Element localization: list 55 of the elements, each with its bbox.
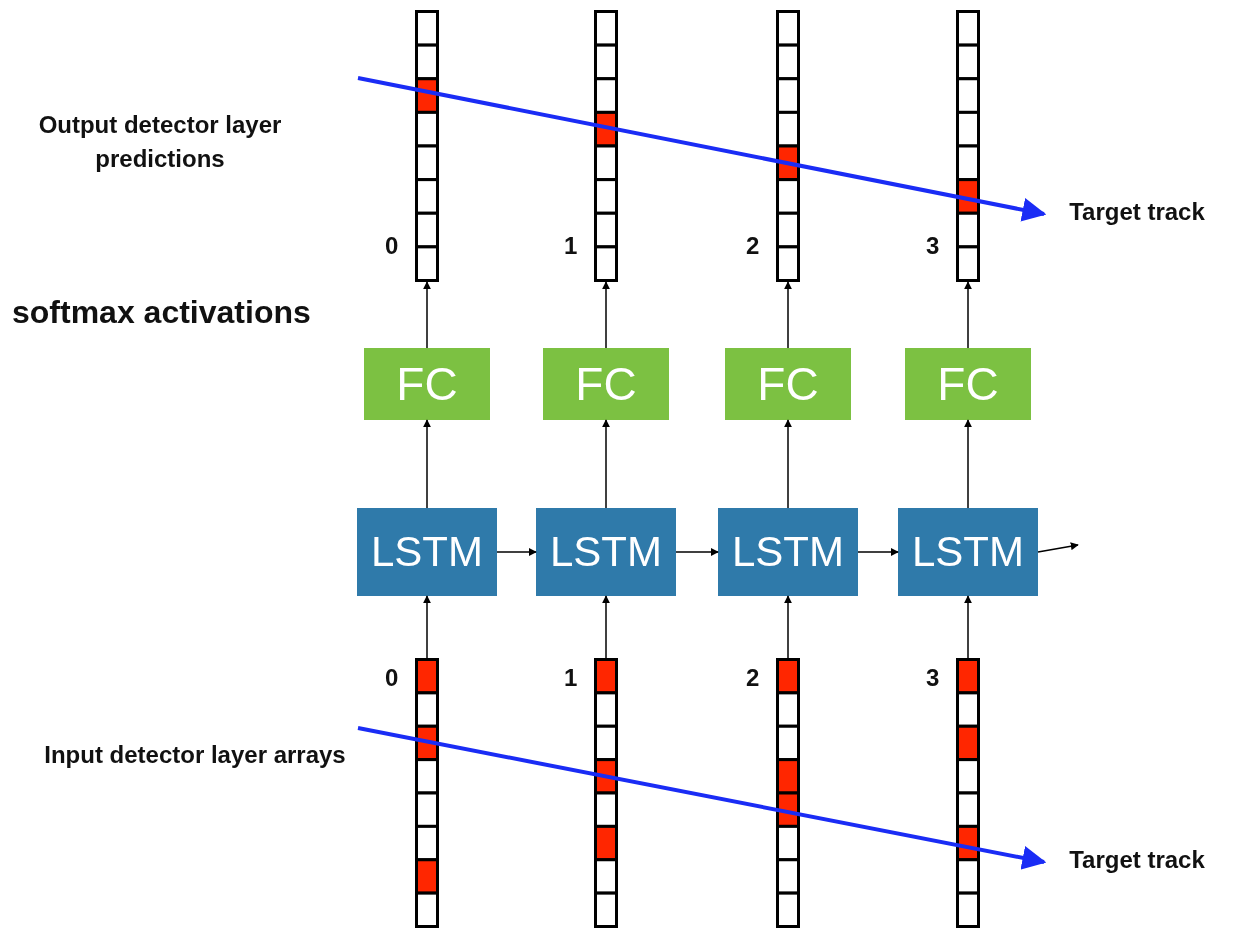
- layer-label: LSTM: [371, 528, 483, 576]
- time-step-number: 0: [385, 232, 399, 260]
- arrow: [964, 595, 972, 659]
- arrow: [784, 281, 792, 349]
- lstm-cell-box: [357, 508, 497, 596]
- time-step-number: 2: [746, 664, 760, 692]
- arrow: [784, 595, 792, 659]
- lstm-cell-box: [536, 508, 676, 596]
- arrow: [496, 548, 537, 556]
- track-label: Target track: [1069, 198, 1205, 226]
- layer-label: LSTM: [550, 528, 662, 576]
- track-arrow: [357, 76, 1047, 222]
- row-label: Input detector layer arrays: [43, 740, 347, 770]
- arrow: [423, 595, 431, 659]
- time-step-number: 1: [564, 232, 578, 260]
- fc-layer-box: [543, 348, 669, 420]
- time-step-number: 0: [385, 664, 399, 692]
- array-column: [594, 658, 618, 928]
- layer-label: FC: [396, 357, 458, 411]
- fc-layer-box: [725, 348, 851, 420]
- arrow: [857, 548, 899, 556]
- fc-layer-box: [905, 348, 1031, 420]
- row-label: Output detector layer predictions: [37, 110, 283, 174]
- layer-label: FC: [575, 357, 637, 411]
- section-label: softmax activations: [12, 293, 312, 332]
- arrow: [784, 419, 792, 509]
- layer-label: LSTM: [732, 528, 844, 576]
- time-step-number: 3: [926, 664, 940, 692]
- arrow: [602, 281, 610, 349]
- fc-layer-box: [364, 348, 490, 420]
- track-label: Target track: [1069, 846, 1205, 874]
- layer-label: FC: [757, 357, 819, 411]
- array-column: [776, 658, 800, 928]
- arrow: [964, 281, 972, 349]
- array-column: [594, 10, 618, 282]
- arrow: [675, 548, 719, 556]
- track-arrow: [357, 726, 1047, 870]
- time-step-number: 1: [564, 664, 578, 692]
- array-column: [956, 658, 980, 928]
- array-column: [956, 10, 980, 282]
- array-column: [415, 10, 439, 282]
- arrow: [964, 419, 972, 509]
- layer-label: FC: [937, 357, 999, 411]
- layer-label: LSTM: [912, 528, 1024, 576]
- time-step-number: 2: [746, 232, 760, 260]
- time-step-number: 3: [926, 232, 940, 260]
- arrow: [1037, 542, 1079, 553]
- array-column: [776, 10, 800, 282]
- arrow: [602, 595, 610, 659]
- array-column: [415, 658, 439, 928]
- arrow: [423, 281, 431, 349]
- arrow: [423, 419, 431, 509]
- lstm-cell-box: [898, 508, 1038, 596]
- lstm-cell-box: [718, 508, 858, 596]
- arrow: [602, 419, 610, 509]
